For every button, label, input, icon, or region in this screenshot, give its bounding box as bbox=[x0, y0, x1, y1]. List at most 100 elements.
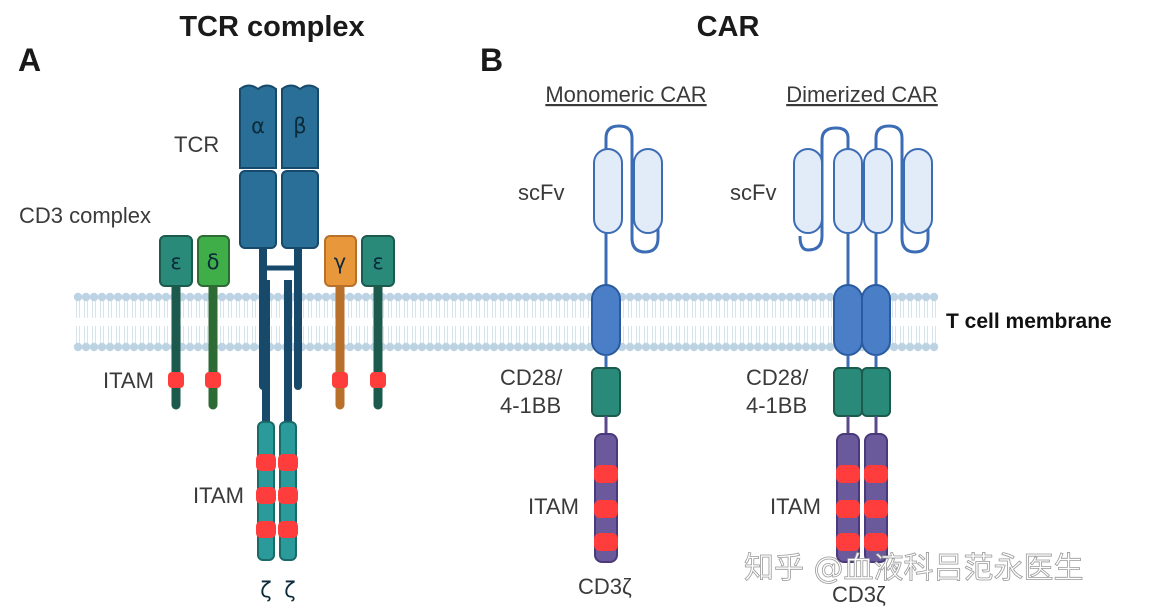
lipid-tail bbox=[772, 301, 776, 343]
lipid-head bbox=[697, 342, 707, 352]
lipid-tail bbox=[428, 301, 432, 343]
tcr-alpha-constant-domain bbox=[239, 170, 277, 249]
lipid-tail bbox=[420, 301, 424, 343]
lipid-head bbox=[529, 342, 539, 352]
lipid-head bbox=[521, 292, 531, 302]
lipid-tail bbox=[764, 301, 768, 343]
lipid-tail bbox=[476, 301, 480, 343]
lipid-tail bbox=[196, 301, 200, 343]
lipid-head bbox=[665, 342, 675, 352]
lipid-tail bbox=[516, 301, 520, 343]
lipid-head bbox=[345, 342, 355, 352]
itam-dot bbox=[278, 454, 298, 471]
lipid-tail bbox=[804, 301, 808, 343]
lipid-head bbox=[393, 342, 403, 352]
lipid-head bbox=[513, 342, 523, 352]
itam-dot bbox=[836, 500, 860, 518]
lipid-head bbox=[713, 342, 723, 352]
lipid-tail bbox=[660, 301, 664, 343]
lipid-head bbox=[409, 292, 419, 302]
lipid-tail bbox=[396, 301, 400, 343]
lipid-head bbox=[273, 292, 283, 302]
lipid-head bbox=[345, 292, 355, 302]
lipid-tail bbox=[780, 301, 784, 343]
lipid-head bbox=[417, 342, 427, 352]
lipid-tail bbox=[644, 301, 648, 343]
itam-dot bbox=[864, 500, 888, 518]
lipid-head bbox=[113, 342, 123, 352]
lipid-head bbox=[777, 292, 787, 302]
itam-dot bbox=[864, 465, 888, 483]
lipid-head bbox=[217, 342, 227, 352]
costimulatory-domain bbox=[591, 367, 621, 417]
lipid-head bbox=[457, 342, 467, 352]
lipid-tail bbox=[692, 301, 696, 343]
lipid-head bbox=[505, 342, 515, 352]
lipid-bilayer bbox=[73, 292, 939, 352]
itam-dot bbox=[594, 465, 618, 483]
lipid-head bbox=[577, 292, 587, 302]
lipid-head bbox=[385, 292, 395, 302]
lipid-head bbox=[489, 292, 499, 302]
lipid-tail bbox=[308, 301, 312, 343]
lipid-head bbox=[145, 342, 155, 352]
lipid-head bbox=[889, 292, 899, 302]
membrane-top-heads bbox=[73, 292, 939, 302]
lipid-head bbox=[769, 292, 779, 302]
lipid-head bbox=[529, 292, 539, 302]
lipid-tail bbox=[444, 301, 448, 343]
lipid-tail bbox=[204, 301, 208, 343]
lipid-head bbox=[697, 292, 707, 302]
itam-label-zeta: ITAM bbox=[193, 483, 244, 508]
lipid-head bbox=[185, 342, 195, 352]
lipid-tail bbox=[756, 301, 760, 343]
lipid-tail bbox=[724, 301, 728, 343]
lipid-head bbox=[793, 292, 803, 302]
costimulatory-domain-right bbox=[861, 367, 891, 417]
lipid-head bbox=[193, 342, 203, 352]
lipid-tail bbox=[108, 301, 112, 343]
lipid-head bbox=[457, 292, 467, 302]
lipid-head bbox=[737, 292, 747, 302]
lipid-head bbox=[225, 342, 235, 352]
lipid-head bbox=[497, 342, 507, 352]
lipid-head bbox=[929, 342, 939, 352]
lipid-tail bbox=[796, 301, 800, 343]
lipid-tail bbox=[92, 301, 96, 343]
lipid-tail bbox=[708, 301, 712, 343]
lipid-tail bbox=[636, 301, 640, 343]
lipid-head bbox=[537, 292, 547, 302]
lipid-tail bbox=[628, 301, 632, 343]
lipid-head bbox=[393, 292, 403, 302]
lipid-head bbox=[649, 342, 659, 352]
itam-dot bbox=[864, 533, 888, 551]
lipid-head bbox=[97, 342, 107, 352]
lipid-head bbox=[721, 292, 731, 302]
lipid-head bbox=[681, 292, 691, 302]
lipid-head bbox=[73, 342, 83, 352]
lipid-head bbox=[505, 292, 515, 302]
lipid-head bbox=[385, 342, 395, 352]
lipid-head bbox=[817, 292, 827, 302]
lipid-tail bbox=[892, 301, 896, 343]
lipid-tail bbox=[220, 301, 224, 343]
tcr-complex: α β TCR CD3 complex ε δ γ ε ITAM bbox=[19, 84, 395, 602]
lipid-head bbox=[113, 292, 123, 302]
lipid-head bbox=[625, 342, 635, 352]
lipid-head bbox=[761, 292, 771, 302]
cd3-delta bbox=[197, 235, 230, 410]
scfv-linker bbox=[604, 124, 660, 254]
lipid-head bbox=[241, 342, 251, 352]
lipid-tail bbox=[124, 301, 128, 343]
lipid-head bbox=[353, 292, 363, 302]
lipid-head bbox=[673, 342, 683, 352]
lipid-tail bbox=[332, 301, 336, 343]
tcr-beta-constant-domain bbox=[281, 170, 319, 249]
lipid-head bbox=[81, 342, 91, 352]
monomeric-car-heading: Monomeric CAR bbox=[545, 82, 706, 107]
cd3-zeta-left bbox=[256, 280, 276, 561]
lipid-head bbox=[81, 292, 91, 302]
lipid-head bbox=[321, 342, 331, 352]
lipid-tail bbox=[84, 301, 88, 343]
lipid-head bbox=[121, 292, 131, 302]
